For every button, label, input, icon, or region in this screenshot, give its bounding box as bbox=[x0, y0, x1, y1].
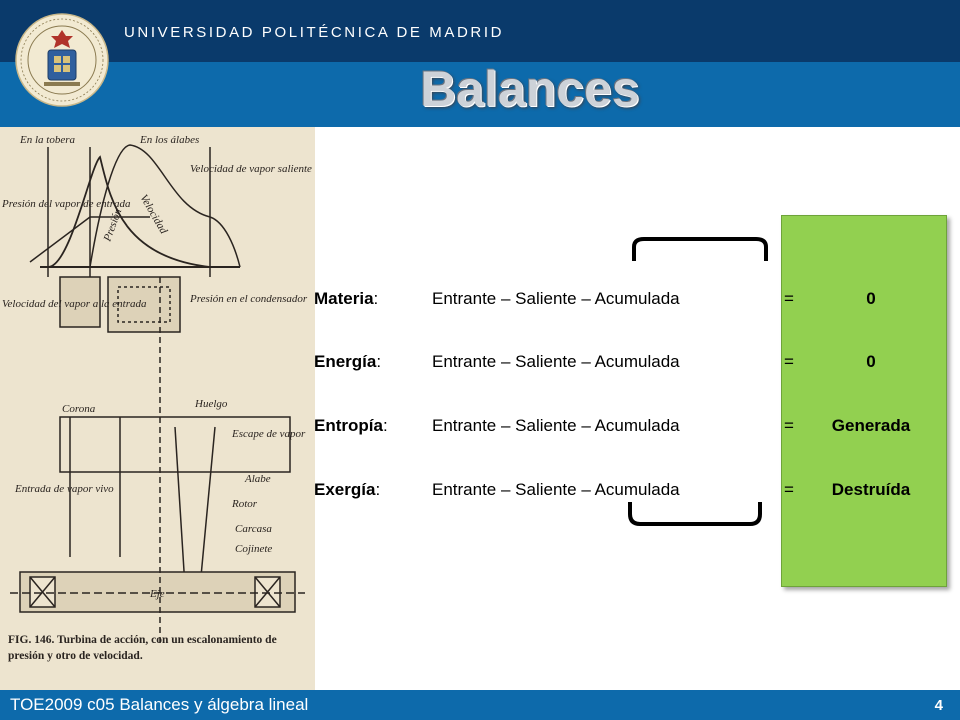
balance-name: Entropía bbox=[314, 416, 383, 435]
turbine-diagram-drawing: En la tobera En los álabes Velocidad Vel… bbox=[1, 134, 312, 662]
illustration-label: Escape de vapor bbox=[231, 428, 306, 440]
balance-result: 0 bbox=[866, 289, 876, 308]
footer-text: TOE2009 c05 Balances y álgebra lineal bbox=[10, 695, 309, 714]
equals-sign: = bbox=[784, 352, 794, 371]
slide-footer: TOE2009 c05 Balances y álgebra lineal 4 bbox=[0, 690, 960, 720]
balance-row-materia: Materia: Entrante – Saliente – Acumulada… bbox=[0, 289, 960, 315]
balance-colon: : bbox=[376, 352, 382, 371]
balance-expression: Entrante – Saliente – Acumulada bbox=[432, 352, 680, 371]
balance-row-entropia: Entropía: Entrante – Saliente – Acumulad… bbox=[0, 416, 960, 442]
balance-name: Exergía bbox=[314, 480, 376, 499]
equals-sign: = bbox=[784, 289, 794, 308]
illustration-label: Corona bbox=[62, 403, 96, 415]
balance-expression: Entrante – Saliente – Acumulada bbox=[432, 289, 680, 308]
illustration-label: En la tobera bbox=[19, 134, 75, 146]
balance-expression: Entrante – Saliente – Acumulada bbox=[432, 480, 680, 499]
illustration-label: Rotor bbox=[231, 498, 258, 510]
illustration-label: Velocidad bbox=[137, 193, 169, 237]
illustration-label: Huelgo bbox=[194, 398, 228, 410]
top-bracket bbox=[632, 237, 768, 261]
slide-title: Balances bbox=[420, 61, 640, 117]
illustration-label: Presión en el condensador bbox=[189, 293, 308, 305]
balance-colon: : bbox=[373, 289, 379, 308]
balance-name: Materia bbox=[314, 289, 374, 308]
illustration-label: Alabe bbox=[244, 473, 271, 485]
slide-header: UNIVERSIDAD POLITÉCNICA DE MADRID Balanc… bbox=[0, 0, 960, 127]
balance-row-energia: Energía: Entrante – Saliente – Acumulada… bbox=[0, 352, 960, 378]
header-band bbox=[0, 0, 960, 62]
illustration-label: Cojinete bbox=[235, 543, 272, 555]
illustration-label: En los álabes bbox=[139, 134, 199, 146]
illustration-label: Eje bbox=[149, 588, 165, 600]
balance-result: 0 bbox=[866, 352, 876, 371]
illustration-label: Presión bbox=[101, 207, 124, 244]
illustration-label: Velocidad del vapor a la entrada bbox=[2, 298, 147, 310]
turbine-illustration: En la tobera En los álabes Velocidad Vel… bbox=[0, 127, 315, 690]
balance-result: Destruída bbox=[831, 480, 911, 499]
figure-caption: FIG. 146. Turbina de acción, con un esca… bbox=[8, 634, 277, 662]
page-number: 4 bbox=[934, 697, 943, 714]
balance-colon: : bbox=[375, 480, 381, 499]
illustration-label: Velocidad de vapor saliente bbox=[190, 163, 312, 175]
illustration-label: Presión del vapor de entrada bbox=[1, 198, 131, 210]
results-highlight-box bbox=[781, 215, 947, 587]
illustration-label: Entrada de vapor vivo bbox=[14, 483, 114, 495]
equals-sign: = bbox=[784, 480, 794, 499]
balance-colon: : bbox=[382, 416, 388, 435]
balance-expression: Entrante – Saliente – Acumulada bbox=[432, 416, 680, 435]
university-name: UNIVERSIDAD POLITÉCNICA DE MADRID bbox=[124, 24, 505, 41]
balance-result: Generada bbox=[831, 416, 911, 435]
illustration-label: Carcasa bbox=[235, 523, 272, 535]
bottom-bracket bbox=[628, 502, 762, 526]
university-seal-logo bbox=[15, 13, 109, 107]
balance-row-exergia: Exergía: Entrante – Saliente – Acumulada… bbox=[0, 480, 960, 506]
balance-name: Energía bbox=[314, 352, 377, 371]
equals-sign: = bbox=[784, 416, 794, 435]
